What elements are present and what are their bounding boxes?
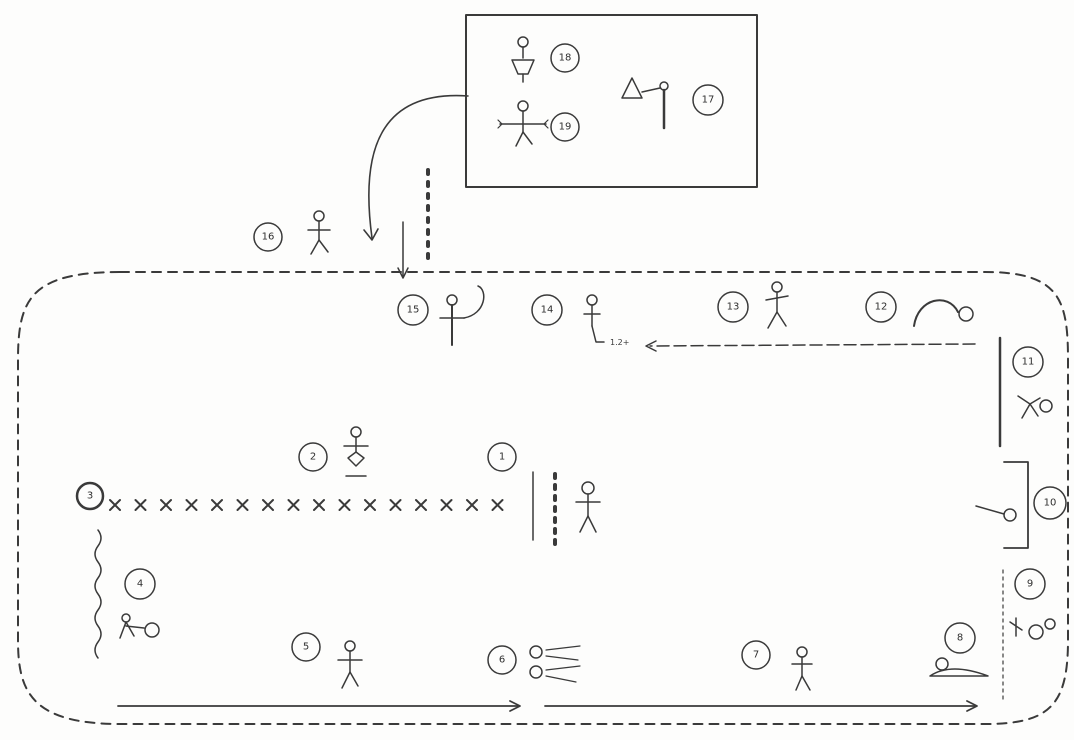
cross-mark: [313, 499, 325, 511]
station-4-bumpy-track: [94, 529, 102, 659]
station-7-circle: [741, 640, 771, 670]
cross-mark: [109, 499, 121, 511]
station-13-circle: [717, 291, 749, 323]
station-16-number: 16: [262, 232, 275, 243]
cross-mark: [415, 499, 427, 511]
station-3-circle: [75, 481, 105, 511]
station-1-number: 1: [499, 452, 505, 463]
station-8-crawling-person-figure: [929, 657, 989, 677]
station-19-balancing-person-figure: [497, 100, 549, 147]
station-10-circle: [1033, 486, 1067, 520]
station-8-number: 8: [957, 633, 963, 644]
station-3-cross-row-marker: [109, 499, 504, 511]
station-5-walking-person-figure: [337, 640, 363, 689]
course-boundary-dashed: [17, 271, 1069, 725]
cross-mark: [287, 499, 300, 511]
station-13-jumping-person-figure: [765, 281, 789, 329]
station-16-walking-person-figure: [307, 210, 331, 255]
cross-mark: [211, 499, 223, 511]
station-1-standing-person-figure: [575, 481, 601, 533]
station-11-kicking-person-figure: [1017, 395, 1053, 419]
station-1-circle: [487, 442, 517, 472]
station-18-number: 18: [559, 53, 572, 64]
station-10-frame: [1003, 461, 1029, 549]
station-8-circle: [944, 622, 976, 654]
station-9-throwing-person-figure: [1009, 617, 1056, 640]
station-5-circle: [291, 632, 321, 662]
station-2-number: 2: [310, 452, 316, 463]
station-2-person-on-stand-figure: [343, 426, 369, 477]
upper-station-box: [465, 14, 758, 188]
cross-mark: [364, 499, 376, 511]
station-14-hopping-person-figure: 1.2+: [583, 294, 629, 347]
cross-mark: [134, 499, 147, 511]
station-6-number: 6: [499, 655, 505, 666]
station-10-person-at-frame-figure: [975, 505, 1017, 522]
svg-text:1.2+: 1.2+: [610, 338, 629, 347]
station-5-number: 5: [303, 642, 309, 653]
top-return-arrowhead: [645, 340, 657, 352]
station-15-circle: [397, 294, 429, 326]
station-12-number: 12: [875, 302, 888, 313]
station-19-circle: [550, 112, 580, 142]
station-10-number: 10: [1044, 498, 1057, 509]
station-12-ball-arc-figure: [913, 299, 974, 327]
cross-mark: [389, 499, 402, 511]
station-7-walking-person-figure: [791, 646, 813, 691]
station-14-circle: [531, 294, 563, 326]
box-exit-arrowhead: [363, 228, 379, 241]
bottom-path-left-arrowhead: [509, 700, 521, 712]
bottom-path-right-arrowhead: [966, 700, 978, 712]
station-18-circle: [550, 43, 580, 73]
station-9-number: 9: [1027, 579, 1033, 590]
station-15-number: 15: [407, 305, 420, 316]
cross-mark: [466, 499, 478, 511]
station-18-person-on-stand-figure: [511, 36, 535, 83]
station-14-number: 14: [541, 305, 554, 316]
station-4-number: 4: [137, 579, 143, 590]
cross-mark: [185, 499, 198, 511]
cross-mark: [338, 499, 351, 511]
box-exit-arrow: [368, 94, 469, 239]
station-17-circle: [692, 84, 724, 116]
station-12-circle: [865, 291, 897, 323]
station-6-balls-rolling-figure: [529, 645, 581, 683]
top-return-path: [649, 343, 976, 347]
station-11-circle: [1012, 346, 1044, 378]
cross-mark: [236, 499, 249, 511]
station-11-number: 11: [1022, 357, 1035, 368]
station-17-target-throw-figure: [621, 77, 669, 130]
cross-mark: [491, 499, 504, 511]
station-19-number: 19: [559, 122, 572, 133]
cross-mark: [160, 499, 172, 511]
entry-arrowhead: [397, 267, 409, 279]
station-4-person-pushing-ball-figure: [119, 613, 160, 639]
cross-mark: [262, 499, 274, 511]
station-7-number: 7: [753, 650, 759, 661]
station-16-circle: [253, 222, 283, 252]
station-2-circle: [298, 442, 328, 472]
station-17-number: 17: [702, 95, 715, 106]
station-9-circle: [1014, 568, 1046, 600]
station-4-circle: [124, 568, 156, 600]
station-3-number: 3: [87, 491, 93, 502]
station-13-number: 13: [727, 302, 740, 313]
station-15-person-with-hoop-figure: [439, 285, 485, 346]
station-6-circle: [487, 645, 517, 675]
cross-mark: [440, 499, 453, 511]
